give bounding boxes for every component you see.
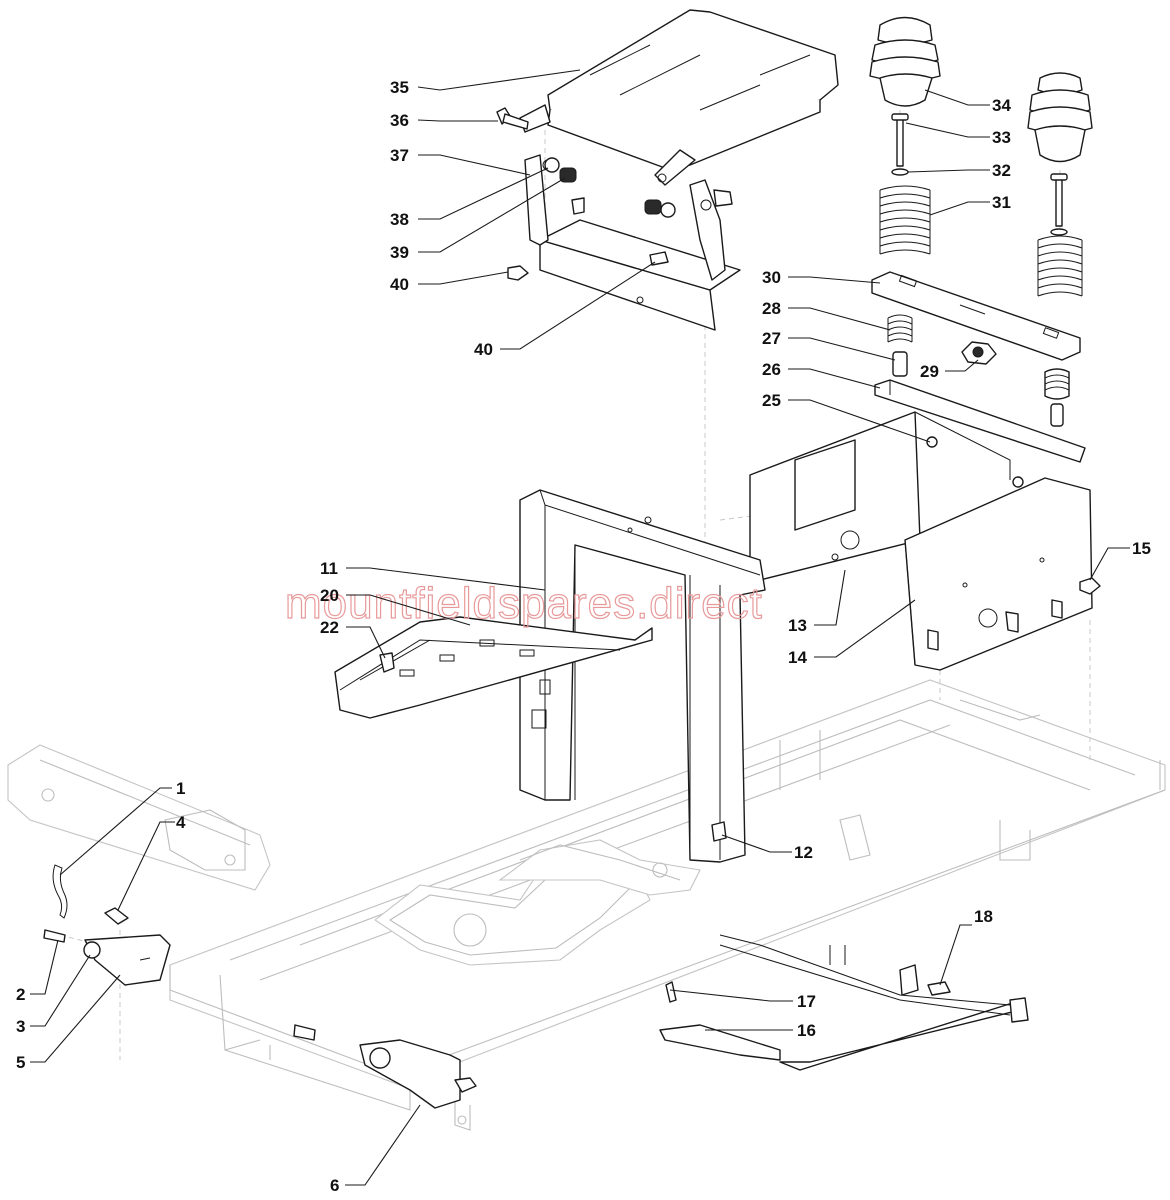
nut-15 <box>1079 577 1101 595</box>
callout-37: 37 <box>390 146 409 165</box>
callout-11: 11 <box>320 559 338 578</box>
leader-lines <box>30 69 1130 1186</box>
front-bracket-right <box>293 1024 477 1109</box>
watermark: mountfieldspares.direct <box>285 579 763 628</box>
adjuster-parts <box>887 314 1070 427</box>
callout-20: 20 <box>320 586 339 605</box>
slide-rail-upper <box>871 271 1081 361</box>
callout-39: 39 <box>390 243 409 262</box>
callout-40-lower: 40 <box>474 340 493 359</box>
callout-13: 13 <box>788 616 807 635</box>
callout-18: 18 <box>974 907 993 926</box>
bolt-36 <box>496 107 529 130</box>
callout-4: 4 <box>176 813 186 832</box>
front-axle-bar <box>659 934 1029 1071</box>
callout-15: 15 <box>1132 539 1151 558</box>
bellows-right <box>1027 72 1093 163</box>
seat-pan <box>519 9 839 186</box>
left-side-plate <box>7 744 271 891</box>
callout-17: 17 <box>797 992 816 1011</box>
callout-22: 22 <box>320 618 339 637</box>
callout-33: 33 <box>992 128 1011 147</box>
callout-3: 3 <box>16 1017 25 1036</box>
callout-16: 16 <box>797 1021 816 1040</box>
callout-40-upper: 40 <box>390 275 409 294</box>
callout-labels: 35 36 37 38 39 40 40 34 33 32 31 30 28 2… <box>16 78 1151 1195</box>
bushes <box>544 157 676 218</box>
callout-32: 32 <box>992 161 1011 180</box>
callout-30: 30 <box>762 268 781 287</box>
callout-27: 27 <box>762 329 781 348</box>
front-bracket-left <box>43 864 171 986</box>
chassis-frame <box>169 679 1166 1131</box>
floor-tray <box>334 616 653 719</box>
callout-25: 25 <box>762 391 781 410</box>
callout-5: 5 <box>16 1053 25 1072</box>
callout-26: 26 <box>762 360 781 379</box>
callout-12: 12 <box>794 843 813 862</box>
slide-rail-lower <box>874 379 1086 463</box>
callout-31: 31 <box>992 193 1011 212</box>
callout-1: 1 <box>176 779 185 798</box>
callout-28: 28 <box>762 299 781 318</box>
callout-36: 36 <box>390 111 409 130</box>
callout-6: 6 <box>330 1176 339 1195</box>
callout-38: 38 <box>390 210 409 229</box>
bracket-bolts <box>507 189 733 281</box>
callout-2: 2 <box>16 985 25 1004</box>
bolt-12 <box>711 821 727 842</box>
bellows-left <box>869 16 941 107</box>
callout-29: 29 <box>920 362 939 381</box>
seat-base-housing <box>749 411 1093 671</box>
seat-bracket <box>524 154 741 331</box>
callout-35: 35 <box>390 78 409 97</box>
callout-14: 14 <box>788 648 807 667</box>
callout-34: 34 <box>992 96 1011 115</box>
screw-22 <box>379 652 395 673</box>
